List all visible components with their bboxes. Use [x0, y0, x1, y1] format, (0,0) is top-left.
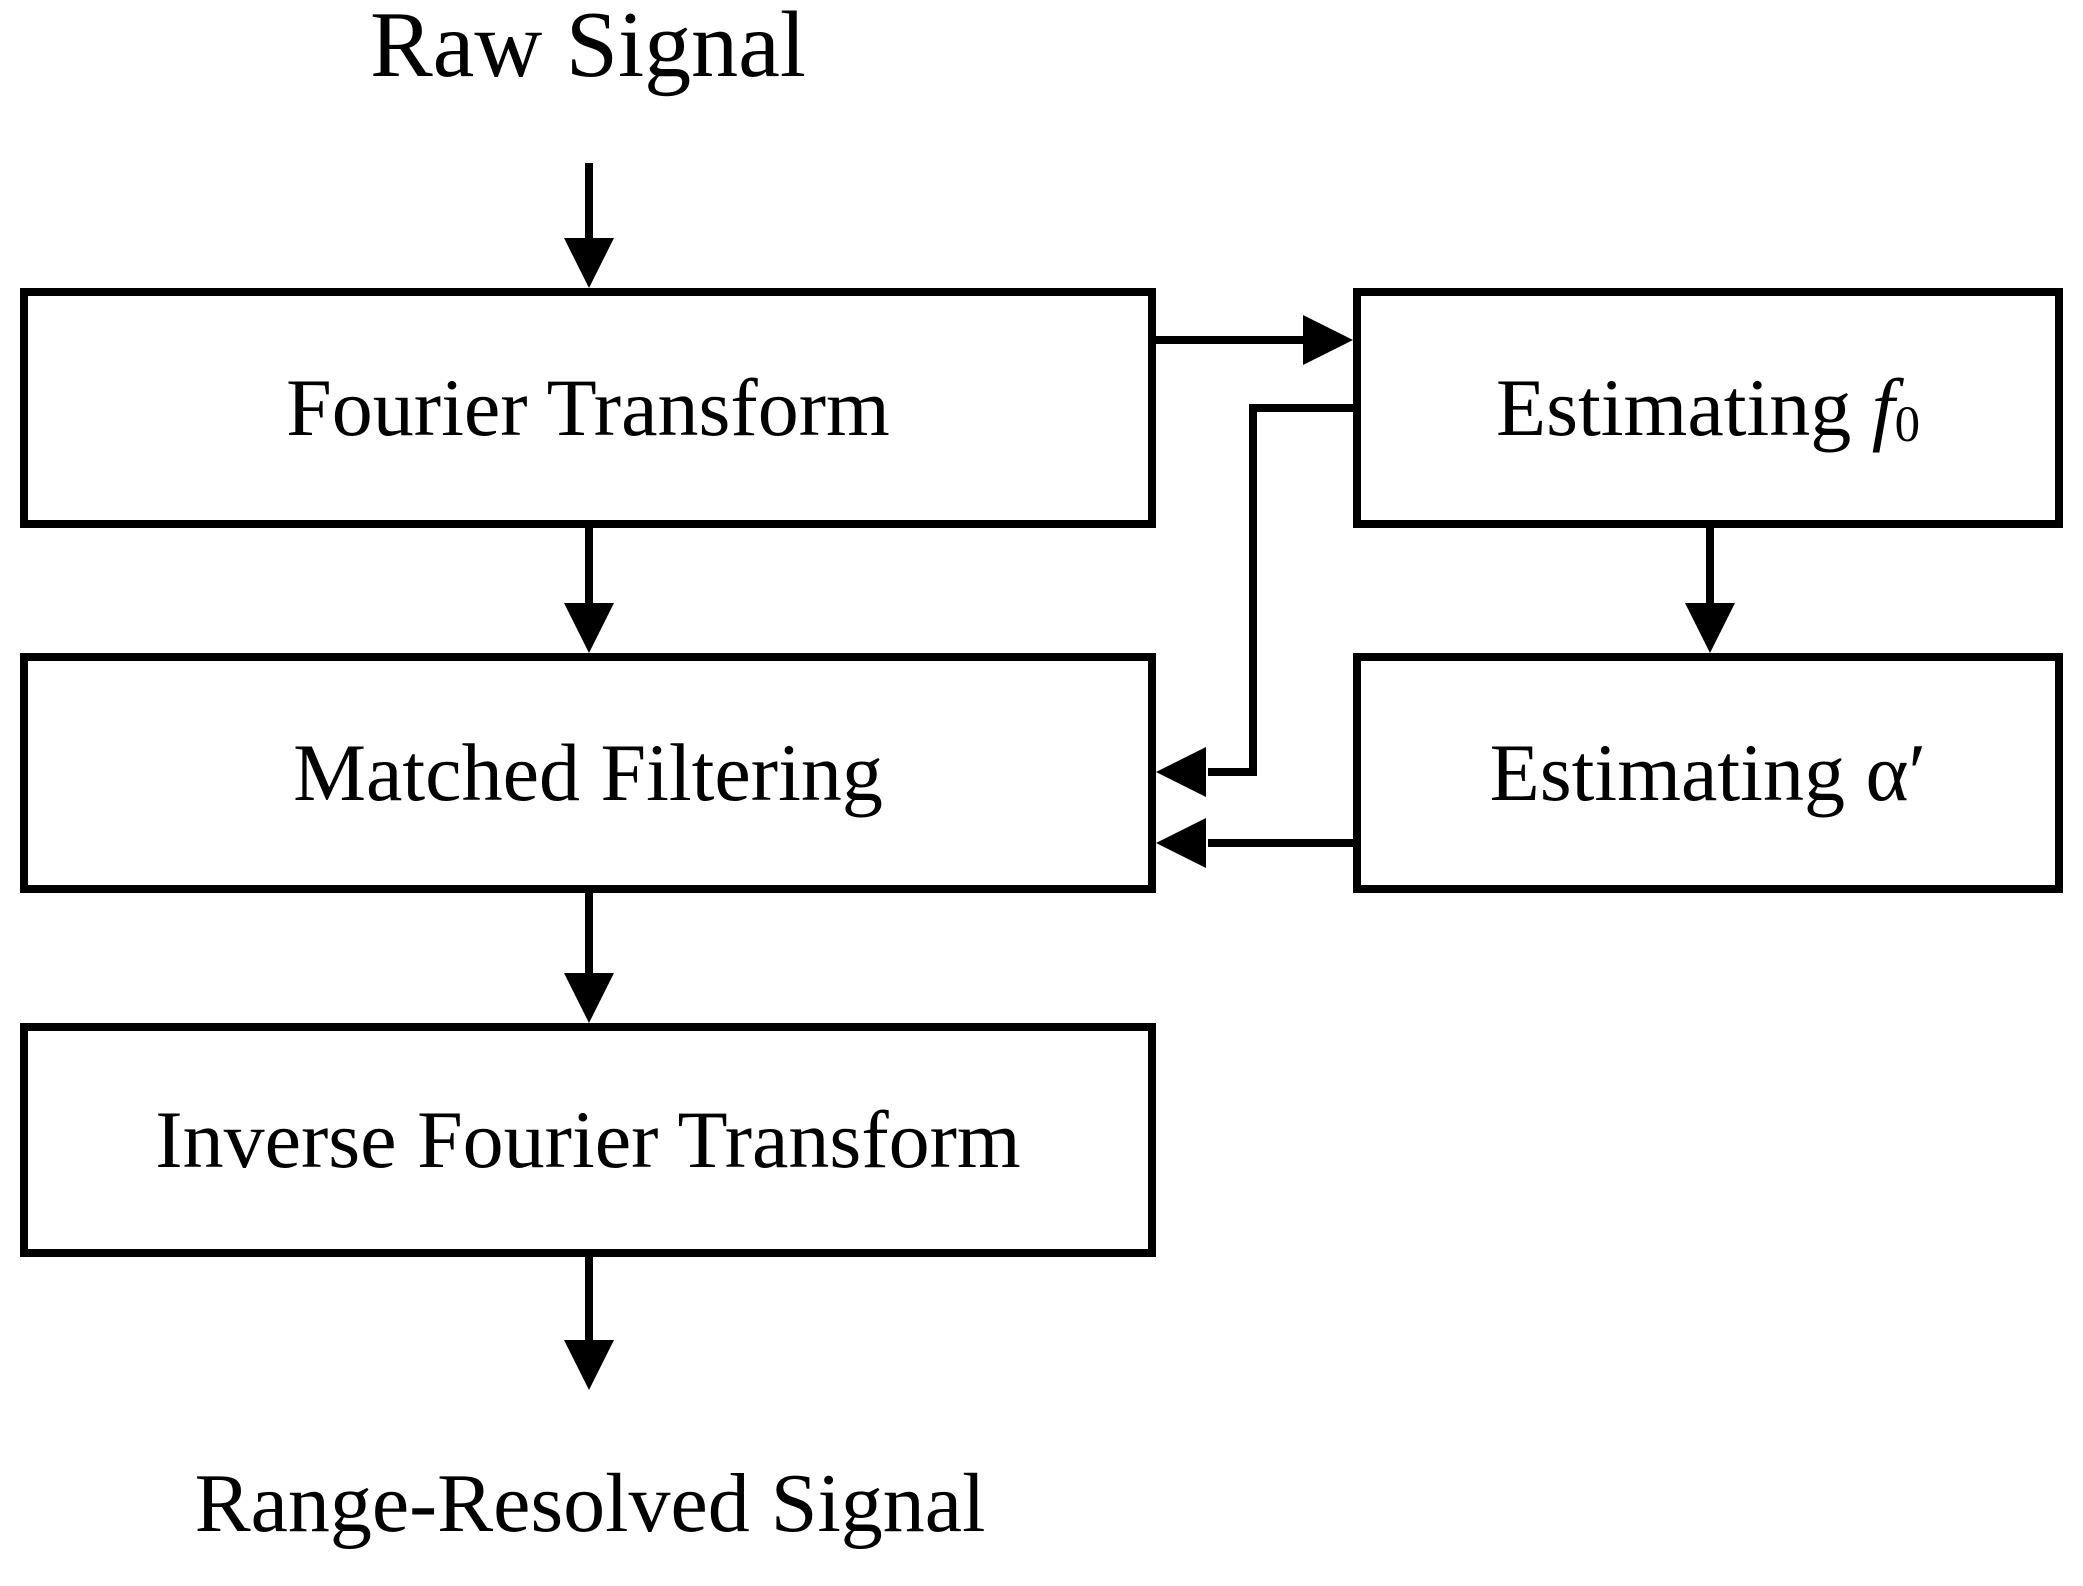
arrowhead-f0-to-matched — [1156, 747, 1206, 797]
node-inverse-fourier-transform-label: Inverse Fourier Transform — [155, 1094, 1021, 1185]
node-estimating-alpha-prime: Estimating α′ — [1353, 653, 2063, 893]
arrowhead-inverse-to-output — [564, 1340, 614, 1390]
alpha-symbol: α — [1865, 727, 1909, 818]
arrow-f0-to-matched-line — [1208, 404, 1353, 776]
arrowhead-matched-to-inverse — [564, 973, 614, 1023]
alpha-prime-mark: ′ — [1908, 727, 1927, 818]
f0-symbol: f — [1871, 362, 1895, 453]
label-raw-signal: Raw Signal — [369, 0, 807, 97]
label-range-resolved-signal: Range-Resolved Signal — [194, 1457, 986, 1550]
node-estimating-f0-label: Estimating f0 — [1496, 367, 1921, 453]
arrowhead-alpha-to-matched — [1156, 818, 1206, 868]
node-fourier-transform-label: Fourier Transform — [286, 362, 890, 453]
arrowhead-raw-to-fourier — [564, 238, 614, 288]
estimating-alpha-prefix: Estimating — [1489, 727, 1866, 818]
node-fourier-transform: Fourier Transform — [20, 288, 1156, 528]
f0-subscript: 0 — [1894, 396, 1921, 453]
arrowhead-fourier-to-f0 — [1303, 315, 1353, 365]
arrowhead-f0-to-alpha — [1685, 603, 1735, 653]
estimating-f0-prefix: Estimating — [1495, 362, 1872, 453]
arrowhead-fourier-to-matched — [564, 603, 614, 653]
node-inverse-fourier-transform: Inverse Fourier Transform — [20, 1023, 1156, 1257]
node-estimating-f0: Estimating f0 — [1353, 288, 2063, 528]
node-estimating-alpha-label: Estimating α′ — [1490, 732, 1927, 814]
node-matched-filtering: Matched Filtering — [20, 653, 1156, 893]
node-matched-filtering-label: Matched Filtering — [293, 727, 883, 818]
